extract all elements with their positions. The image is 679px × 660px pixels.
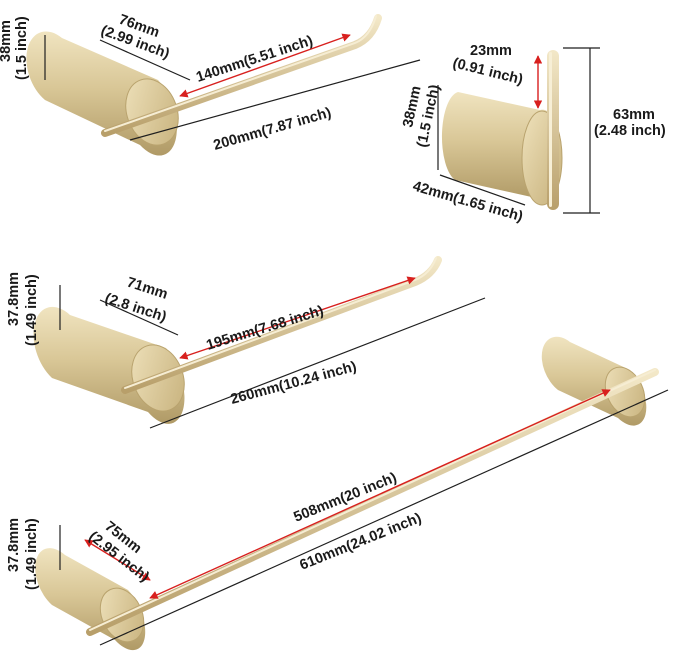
towel-ring-small: 38mm (1.5 inch) 76mm (2.99 inch) 140mm(5… <box>0 12 421 156</box>
total-dimension-line <box>129 59 421 141</box>
height-label: 63mm <box>613 107 655 123</box>
arm-dimension-line <box>179 276 416 360</box>
robe-hook: 23mm (0.91 inch) 38mm (1.5 inch) 63mm (2… <box>400 43 666 225</box>
height-inch-label: (1.49 inch) <box>24 274 40 346</box>
height-label: 37.8mm <box>6 518 22 572</box>
towel-ring-small-arm <box>101 14 382 137</box>
total-label: 610mm(24.02 inch) <box>298 510 424 574</box>
height-inch-label: (1.5 inch) <box>14 16 30 80</box>
pin-label: 23mm <box>470 43 512 59</box>
arm-label: 195mm(7.68 inch) <box>204 303 325 354</box>
robe-hook-base <box>441 92 563 206</box>
depth-dimension-line <box>84 539 151 581</box>
inner-dimension-line <box>149 389 611 599</box>
height-label: 37.8mm <box>6 272 22 326</box>
robe-hook-pin <box>547 50 559 210</box>
total-label: 260mm(10.24 inch) <box>229 359 359 408</box>
depth-dimension-line <box>99 39 191 81</box>
height-label: 38mm <box>0 20 14 62</box>
height-inch-label: (2.48 inch) <box>594 123 666 139</box>
towel-ring-large-base <box>33 306 185 424</box>
pin-inch-label: (0.91 inch) <box>451 55 525 88</box>
total-dimension-line <box>99 389 669 646</box>
depth-dimension-line <box>439 174 526 206</box>
height-inch-label: (1.49 inch) <box>24 518 40 590</box>
towel-ring-large: 37.8mm (1.49 inch) 71mm (2.8 inch) 195mm… <box>6 256 486 429</box>
depth-dimension-line <box>99 299 179 336</box>
arm-dimension-line <box>179 33 351 98</box>
